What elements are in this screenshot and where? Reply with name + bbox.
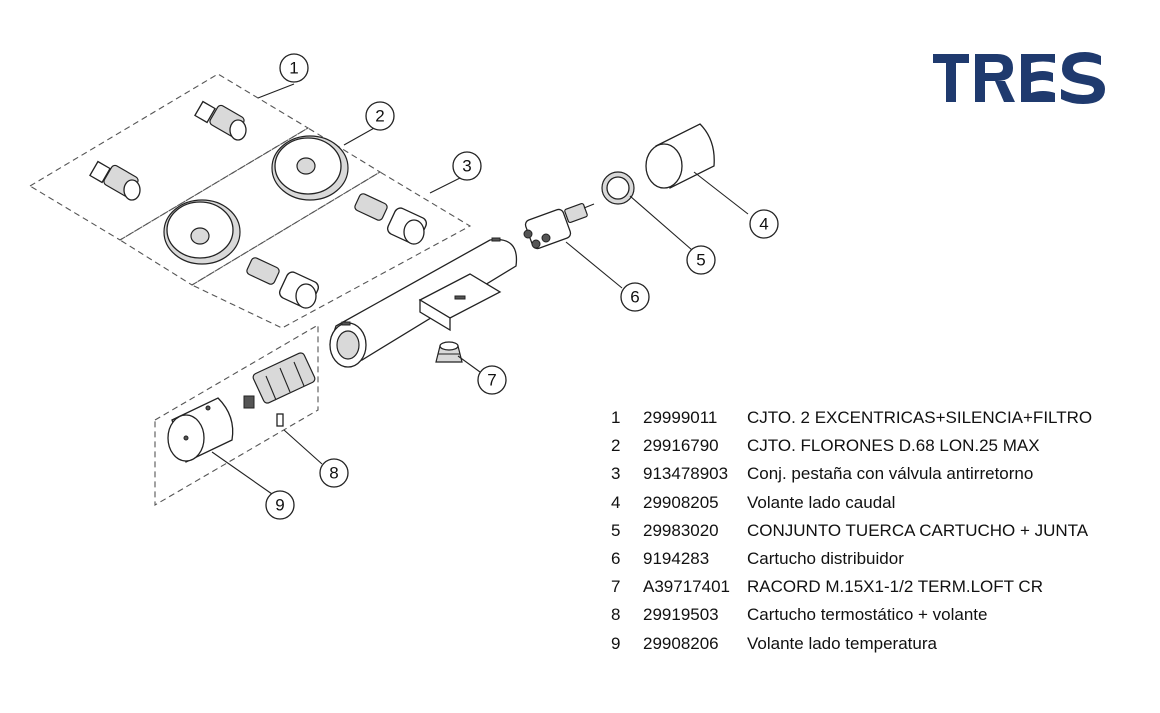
callout-4: 4 xyxy=(749,209,779,239)
svg-text:8: 8 xyxy=(329,464,338,483)
part-fitting xyxy=(435,341,463,363)
part-description: Conj. pestaña con válvula antirretorno xyxy=(747,464,1034,484)
part-code: 29919503 xyxy=(643,605,719,625)
tres-logo xyxy=(933,52,1105,104)
part-number: 3 xyxy=(611,464,621,484)
callout-2: 2 xyxy=(365,101,395,131)
parts-list-row: 1 29999011 CJTO. 2 EXCENTRICAS+SILENCIA+FI… xyxy=(611,404,1131,432)
group-box-2 xyxy=(118,127,382,286)
part-thermostatic-cartridge xyxy=(243,352,316,427)
part-escutcheon-a xyxy=(271,135,349,201)
leader-2 xyxy=(343,126,377,146)
parts-list-row: 3 913478903 Conj. pestaña con válvula anti… xyxy=(611,460,1131,488)
part-diverter-cartridge xyxy=(523,202,595,250)
parts-list-row: 2 29916790 CJTO. FLORONES D.68 LON.25 MAX xyxy=(611,432,1131,460)
part-description: CJTO. FLORONES D.68 LON.25 MAX xyxy=(747,436,1040,456)
part-code: 29916790 xyxy=(643,436,719,456)
part-number: 5 xyxy=(611,520,621,540)
leader-6 xyxy=(565,241,623,289)
parts-list-row: 5 29983020 CONJUNTO TUERCA CARTUCHO + JUNT… xyxy=(611,517,1131,545)
part-description: CONJUNTO TUERCA CARTUCHO + JUNTA xyxy=(747,520,1089,540)
callout-3: 3 xyxy=(452,151,482,181)
part-check-valve-b xyxy=(246,257,320,309)
parts-list-row: 8 29919503 Cartucho termostático + volante xyxy=(611,601,1131,629)
leader-5 xyxy=(629,195,693,251)
leader-4 xyxy=(693,171,749,215)
part-thermostat-body xyxy=(329,237,518,368)
callout-1: 1 xyxy=(279,53,309,83)
part-description: RACORD M.15X1-1/2 TERM.LOFT CR xyxy=(747,577,1043,597)
part-code: 9194283 xyxy=(643,548,710,568)
callout-9: 9 xyxy=(265,490,295,520)
callout-8: 8 xyxy=(319,458,349,488)
part-number: 2 xyxy=(611,436,621,456)
part-code: 29908206 xyxy=(643,633,719,653)
part-number: 1 xyxy=(611,408,621,427)
svg-text:9: 9 xyxy=(275,496,284,515)
part-description: Volante lado temperatura xyxy=(747,633,937,653)
part-description: Volante lado caudal xyxy=(747,492,896,512)
callout-5: 5 xyxy=(686,245,716,275)
group-box-3 xyxy=(190,171,472,329)
part-number: 7 xyxy=(611,577,621,597)
part-number: 4 xyxy=(611,492,621,512)
part-description: CJTO. 2 EXCENTRICAS+SILENCIA+FILTRO xyxy=(747,408,1093,427)
part-number: 9 xyxy=(611,633,621,653)
part-code: A39717401 xyxy=(643,577,730,597)
part-eccentric-fitting-b xyxy=(89,160,141,201)
group-box-1 xyxy=(28,73,310,241)
part-flow-handle xyxy=(645,123,715,189)
leader-7 xyxy=(457,355,481,373)
part-escutcheon-b xyxy=(163,199,241,265)
part-eccentric-fitting-a xyxy=(194,100,247,141)
svg-text:4: 4 xyxy=(759,215,768,234)
part-check-valve-a xyxy=(354,193,428,245)
svg-text:7: 7 xyxy=(487,371,496,390)
leader-3 xyxy=(429,176,463,194)
parts-list-row: 4 29908205 Volante lado caudal xyxy=(611,489,1131,517)
part-code: 29999011 xyxy=(643,408,718,427)
leader-1 xyxy=(257,83,295,99)
part-code: 29983020 xyxy=(643,520,719,540)
svg-text:2: 2 xyxy=(375,107,384,126)
leader-9 xyxy=(211,451,273,495)
part-temperature-handle xyxy=(167,397,234,463)
parts-list-row: 6 9194283 Cartucho distribuidor xyxy=(611,545,1131,573)
leader-8 xyxy=(283,429,323,465)
part-code: 913478903 xyxy=(643,464,729,484)
svg-text:6: 6 xyxy=(630,288,639,307)
svg-text:5: 5 xyxy=(696,251,705,270)
callout-7: 7 xyxy=(477,365,507,395)
parts-list-row: 9 29908206 Volante lado temperatura xyxy=(611,630,1131,658)
part-code: 29908205 xyxy=(643,492,719,512)
callout-6: 6 xyxy=(620,282,650,312)
part-description: Cartucho distribuidor xyxy=(747,548,904,568)
part-cartridge-nut xyxy=(601,171,635,205)
parts-list: 1 29999011 CJTO. 2 EXCENTRICAS+SILENCIA+FI… xyxy=(611,404,1131,658)
svg-text:1: 1 xyxy=(289,59,298,78)
part-number: 6 xyxy=(611,548,621,568)
group-box-8 xyxy=(154,324,319,506)
part-number: 8 xyxy=(611,605,621,625)
parts-list-row: 7 A39717401 RACORD M.15X1-1/2 TERM.LOFT CR xyxy=(611,573,1131,601)
part-description: Cartucho termostático + volante xyxy=(747,605,988,625)
svg-text:3: 3 xyxy=(462,157,471,176)
